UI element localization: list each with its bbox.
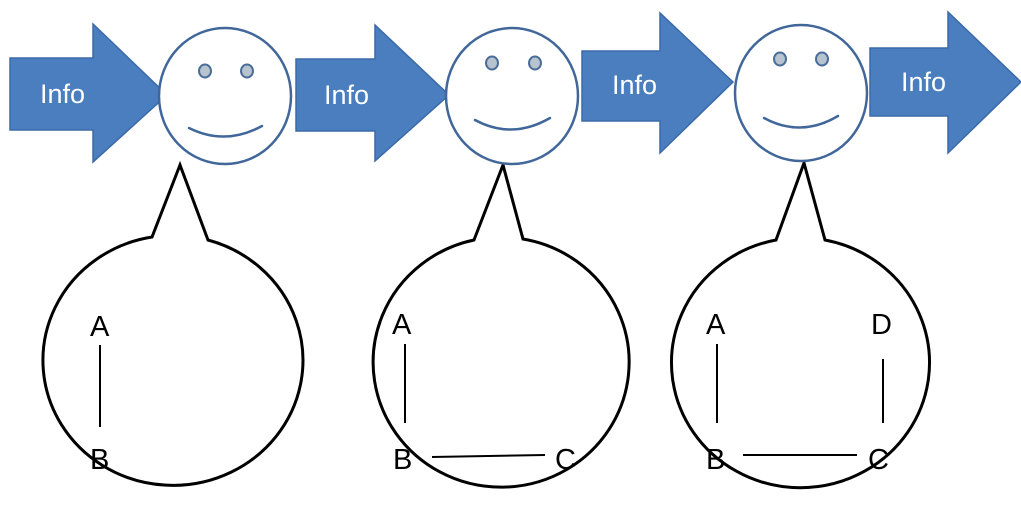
node-label-d: D (871, 309, 892, 341)
info-arrow-label: Info (901, 67, 946, 97)
info-arrow-label: Info (612, 70, 657, 100)
node-label-a: A (706, 309, 726, 341)
smiley-face-icon (444, 26, 580, 166)
thought-bubble-1: A B (41, 160, 305, 487)
left-eye (198, 63, 212, 79)
node-label-c: C (868, 444, 889, 476)
info-arrow-2: Info (295, 23, 451, 163)
smile (762, 114, 840, 129)
info-arrow-3: Info (581, 11, 735, 155)
thought-bubble-2: A B C (371, 160, 631, 489)
thought-bubble-3: A D B C (670, 158, 931, 490)
left-eye (485, 55, 499, 71)
smile (473, 116, 552, 131)
node-label-a: A (392, 309, 412, 341)
node-label-b: B (393, 444, 412, 476)
info-arrow-1: Info (9, 22, 169, 164)
left-eye (773, 51, 787, 67)
node-label-b: B (90, 444, 109, 476)
info-arrow-label: Info (324, 80, 369, 110)
node-label-b: B (706, 444, 725, 476)
node-label-c: C (555, 444, 576, 476)
info-arrow-4: Info (869, 10, 1021, 155)
right-eye (815, 51, 829, 67)
edge-b-c (431, 454, 546, 458)
smiley-face-icon (733, 23, 869, 163)
smiley-face-icon (157, 26, 293, 166)
smile (187, 124, 264, 138)
node-label-a: A (90, 311, 110, 343)
info-arrow-label: Info (40, 79, 85, 109)
right-eye (528, 55, 542, 71)
right-eye (240, 63, 254, 79)
